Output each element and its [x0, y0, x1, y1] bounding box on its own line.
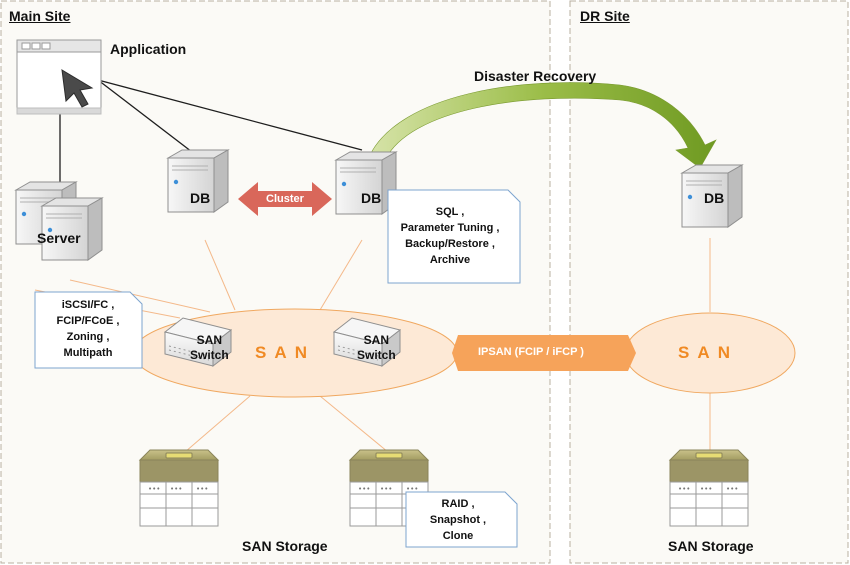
application-links [59, 79, 363, 182]
main-san-label: S A N [255, 343, 310, 362]
ipsan-label: IPSAN (FCIP / iFCP ) [478, 346, 584, 358]
db-label-2: DB [361, 190, 382, 206]
db-tasks-note: SQL , Parameter Tuning , Backup/Restore … [400, 206, 500, 266]
storage-icon-dr [669, 449, 749, 527]
main-site-title: Main Site [9, 8, 71, 24]
server-label: Server [37, 230, 81, 246]
cursor-icon [61, 69, 94, 108]
storage-features-note: RAID , Snapshot , Clone [429, 498, 487, 542]
ipsan-link [452, 335, 636, 371]
dr-san-label: S A N [678, 343, 733, 362]
cluster-label: Cluster [266, 193, 304, 205]
storage-features-note-shape [405, 491, 518, 548]
disaster-recovery-arrow [369, 82, 717, 169]
dr-site-title: DR Site [580, 8, 630, 24]
san-storage-label-main: SAN Storage [242, 538, 328, 554]
disaster-recovery-label: Disaster Recovery [474, 68, 597, 84]
cluster-arrow [238, 182, 332, 216]
storage-icon-1 [139, 449, 219, 527]
db-tasks-note-shape [387, 189, 521, 284]
application-window [16, 39, 102, 115]
san-storage-label-dr: SAN Storage [668, 538, 754, 554]
application-label: Application [110, 41, 187, 57]
db-label-dr: DB [704, 190, 725, 206]
db-label-1: DB [190, 190, 211, 206]
protocols-note: iSCSI/FC , FCIP/FCoE , Zoning , Multipat… [56, 299, 120, 359]
protocols-note-shape [34, 291, 143, 369]
